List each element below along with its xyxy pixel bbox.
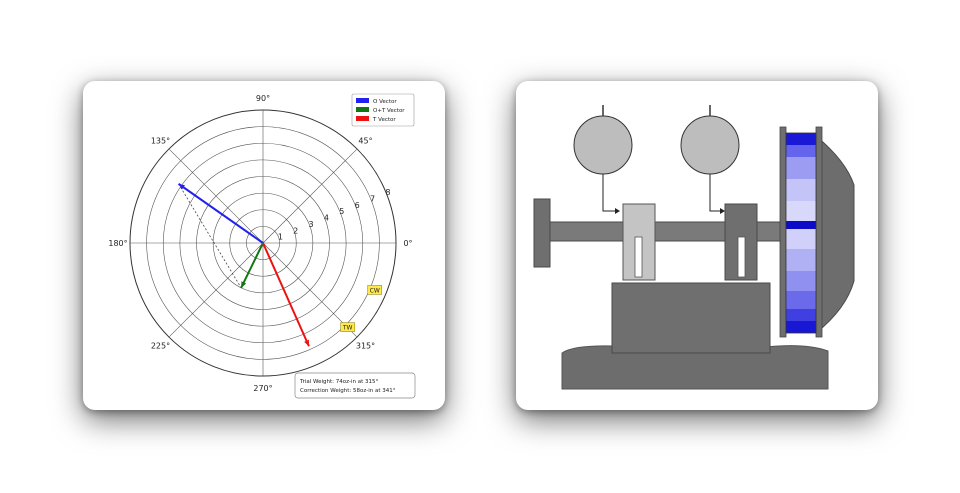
left-bearing-slot — [634, 236, 643, 278]
shaft-end-hub — [533, 198, 551, 268]
angle-tick-label-90: 90° — [256, 94, 270, 103]
pedestal-block — [611, 282, 771, 354]
legend-label-t: T Vector — [372, 117, 396, 123]
grid-spoke-225 — [168, 242, 264, 338]
radial-tick-labels: 1 2 3 4 5 6 7 8 — [278, 188, 391, 242]
radial-tick-label-3: 3 — [309, 220, 314, 229]
radial-tick-label-6: 6 — [355, 201, 360, 210]
right-bearing-slot — [737, 236, 746, 278]
angle-tick-labels: 0° 45° 90° 135° 180° 225° 270° 315° — [108, 94, 412, 393]
grid-spoke-45 — [262, 148, 358, 244]
vector-arrowhead-2 — [304, 339, 309, 347]
angle-tick-label-180: 180° — [108, 239, 127, 248]
grid-spoke-315 — [262, 242, 358, 338]
radial-tick-label-5: 5 — [339, 207, 344, 216]
rotor-flange-left — [779, 126, 787, 338]
rotor-blades — [785, 132, 817, 334]
vector-arrowhead-0 — [178, 183, 185, 190]
radial-tick-label-4: 4 — [324, 214, 329, 223]
tag-box-0 — [367, 285, 382, 295]
angle-tick-label-315: 315° — [356, 342, 375, 351]
legend-label-o: O Vector — [373, 99, 397, 105]
vector-arrowhead-1 — [241, 281, 247, 288]
grid-spoke-135 — [168, 148, 264, 244]
rotor-housing — [815, 134, 855, 335]
tag-label-1: TW — [342, 325, 353, 332]
legend-swatch-t — [356, 116, 369, 121]
radial-tick-label-1: 1 — [278, 233, 283, 242]
right-dial-gauge — [680, 115, 740, 175]
dashed-resultant-guide — [178, 183, 242, 289]
cw-tw-tags: CW TW — [340, 285, 382, 332]
vector-line-1 — [240, 242, 264, 289]
polar-grid — [129, 109, 397, 377]
tag-label-0: CW — [370, 287, 380, 294]
correction-weight-text: Correction Weight: 58oz-in at 341° — [300, 388, 396, 394]
angle-tick-label-135: 135° — [151, 136, 170, 145]
angle-tick-label-270: 270° — [253, 384, 272, 393]
left-gauge-pointer — [602, 174, 618, 212]
left-dial-gauge — [573, 115, 633, 175]
polar-chart-card: 1 2 3 4 5 6 7 8 0° 45° 90° 135° 180° 225° 270° 315° CW… — [83, 81, 445, 410]
vector-line-2 — [262, 242, 310, 347]
radial-tick-label-8: 8 — [385, 188, 390, 197]
balancing-machine-card — [516, 81, 878, 410]
balancing-machine-diagram — [533, 105, 855, 390]
vector-arrows — [177, 183, 310, 347]
angle-tick-label-45: 45° — [358, 136, 372, 145]
right-gauge-pointer — [709, 174, 723, 212]
legend: O Vector O+T Vector T Vector — [351, 93, 415, 127]
radial-tick-label-2: 2 — [293, 226, 298, 235]
vector-line-0 — [177, 183, 264, 244]
tag-box-1 — [340, 322, 355, 332]
rotor-flange-right — [815, 126, 823, 338]
polar-chart: 1 2 3 4 5 6 7 8 0° 45° 90° 135° 180° 225° 270° 315° CW… — [108, 93, 416, 399]
legend-label-ot: O+T Vector — [373, 108, 405, 114]
trial-weight-text: Trial Weight: 74oz-in at 315° — [299, 379, 379, 385]
legend-swatch-o — [356, 98, 369, 103]
angle-tick-label-225: 225° — [151, 342, 170, 351]
dashed-guide-line — [178, 183, 242, 289]
weight-info-box: Trial Weight: 74oz-in at 315° Correction… — [294, 372, 416, 399]
radial-tick-label-7: 7 — [370, 194, 375, 203]
angle-tick-label-0: 0° — [403, 239, 412, 248]
legend-swatch-ot — [356, 107, 369, 112]
